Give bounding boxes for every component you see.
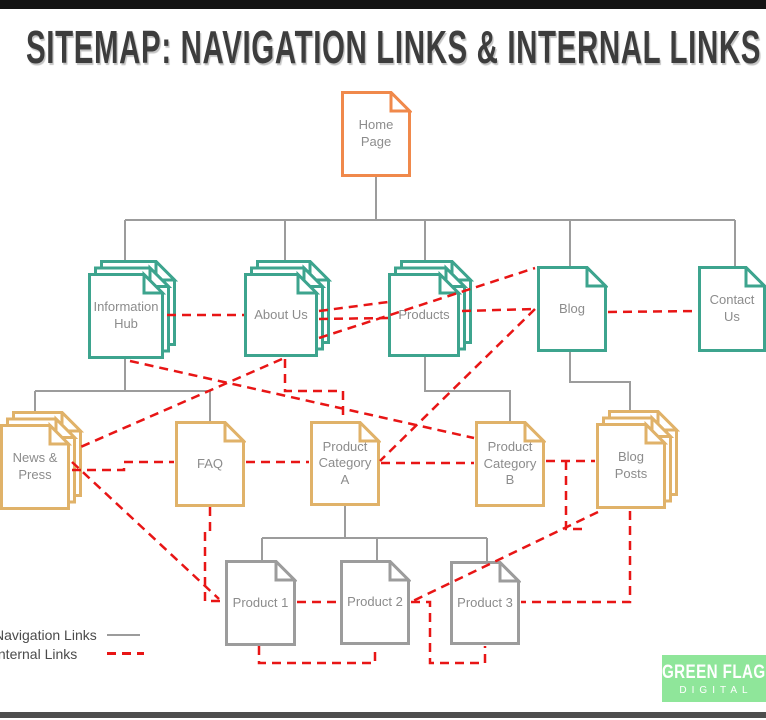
- page-node-about-us: About Us: [244, 260, 332, 357]
- page-node-product-1: Product 1: [225, 560, 297, 646]
- page-label-home-page: Home Page: [358, 117, 394, 149]
- page-label-product-2: Product 2: [347, 594, 403, 610]
- stacked-pages-icon: [0, 411, 84, 510]
- page-label-product-category-a: Product Category A: [318, 438, 372, 487]
- page-node-blog: Blog: [537, 266, 608, 352]
- internal-link-information-hub-to-product-category-b: [129, 359, 475, 440]
- page-label-product-1: Product 1: [232, 594, 289, 610]
- page-node-product-category-b: Product Category B: [475, 421, 546, 507]
- page-label-faq: FAQ: [196, 455, 223, 471]
- internal-link-product-2-to-product-3: [411, 600, 487, 665]
- internal-link-news-press-to-product-1: [71, 461, 220, 600]
- internal-link-about-us-to-blog: [318, 266, 536, 340]
- page-label-blog-posts: Blog Posts: [614, 449, 648, 481]
- stacked-pages-icon: [596, 410, 680, 509]
- page-label-information-hub: Information Hub: [93, 299, 159, 331]
- page-node-faq: FAQ: [175, 421, 246, 507]
- page-node-home-page: Home Page: [341, 91, 412, 177]
- green-flag-digital-logo: GREEN FLAG DIGITAL: [662, 655, 766, 702]
- internal-link-about-us-to-product-category-a: [283, 359, 345, 420]
- internal-link-products-to-blog: [461, 307, 536, 313]
- internal-link-about-us-to-news-press: [75, 357, 283, 451]
- page-node-information-hub: Information Hub: [88, 260, 178, 359]
- legend-navigation-line-sample: [107, 634, 140, 636]
- nav-link-products-to-product-category-b: [424, 357, 511, 421]
- page-icon: [537, 266, 608, 352]
- stacked-pages-icon: [388, 260, 474, 357]
- internal-link-news-press-to-faq: [72, 460, 174, 472]
- legend-internal-label: Internal Links: [0, 646, 78, 662]
- legend-navigation-label: Navigation Links: [0, 627, 97, 643]
- internal-link-blog-to-product-category-a: [379, 308, 536, 462]
- page-node-products: Products: [388, 260, 474, 357]
- top-border-bar: [0, 0, 766, 9]
- legend-internal-line-sample: [107, 652, 144, 655]
- page-icon: [341, 91, 412, 177]
- internal-link-about-us-to-products: [318, 300, 389, 313]
- page-icon: [310, 421, 381, 506]
- page-label-product-category-b: Product Category B: [483, 439, 537, 488]
- page-icon: [475, 421, 546, 507]
- page-node-blog-posts: Blog Posts: [596, 410, 680, 509]
- page-icon: [340, 560, 411, 645]
- page-label-blog: Blog: [558, 300, 586, 316]
- internal-link-faq-to-product-1: [203, 507, 224, 603]
- page-label-news-press: News & Press: [12, 450, 58, 482]
- page-node-news-press: News & Press: [0, 411, 84, 510]
- stacked-pages-icon: [244, 260, 332, 357]
- logo-line1: GREEN FLAG: [662, 661, 766, 683]
- page-icon: [698, 266, 766, 352]
- page-label-contact-us: Contact Us: [709, 292, 755, 324]
- page-label-product-3: Product 3: [457, 594, 513, 610]
- bottom-border-bar: [0, 712, 766, 718]
- page-icon: [175, 421, 246, 507]
- internal-link-link-chain-to-blog-posts: [564, 461, 584, 531]
- internal-link-blog-posts-to-product-2: [412, 510, 599, 603]
- nav-link-blog-to-blog-posts: [569, 352, 631, 417]
- stacked-pages-icon: [88, 260, 178, 359]
- page-node-product-2: Product 2: [340, 560, 411, 645]
- logo-line2: DIGITAL: [679, 684, 753, 696]
- page-icon: [225, 560, 297, 646]
- page-icon: [450, 561, 521, 645]
- page-label-about-us: About Us: [254, 306, 308, 322]
- internal-link-product-1-to-product-2: [257, 646, 377, 665]
- page-title: SITEMAP: NAVIGATION LINKS & INTERNAL LIN…: [26, 21, 762, 73]
- page-label-products: Products: [398, 306, 450, 322]
- internal-link-blog-to-contact-us: [607, 309, 699, 314]
- internal-link-about-us-to-products: [318, 316, 389, 321]
- internal-link-blog-posts-to-product-3: [521, 511, 632, 604]
- page-node-contact-us: Contact Us: [698, 266, 766, 352]
- page-node-product-3: Product 3: [450, 561, 521, 645]
- page-node-product-category-a: Product Category A: [310, 421, 381, 506]
